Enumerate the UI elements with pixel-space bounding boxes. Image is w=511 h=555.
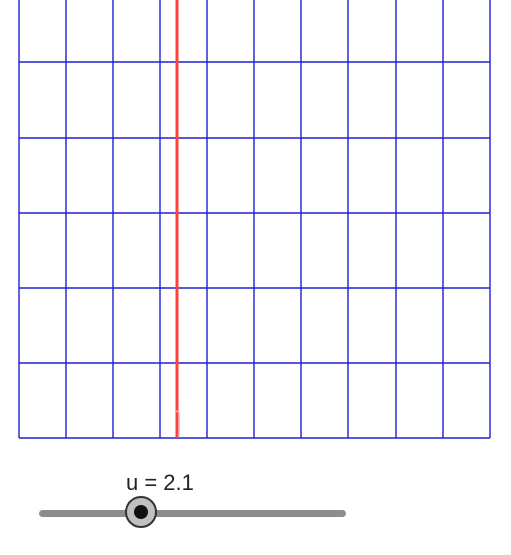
slider-track[interactable]	[39, 510, 346, 517]
graphics-view[interactable]	[0, 0, 511, 460]
slider-handle[interactable]	[125, 496, 157, 528]
slider-handle-center	[134, 505, 148, 519]
slider-value-label: u = 2.1	[126, 470, 194, 495]
grid-canvas	[18, 0, 491, 439]
curve-end-marker	[174, 410, 180, 436]
